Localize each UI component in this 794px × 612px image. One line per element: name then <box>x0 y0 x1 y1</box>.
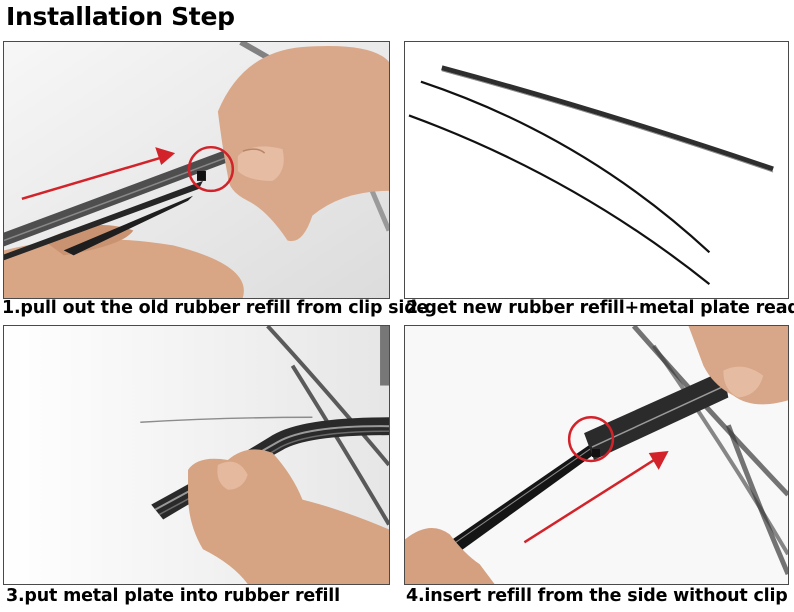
step-1-illustration <box>4 42 389 298</box>
step-4-illustration <box>405 326 788 584</box>
step-3-illustration <box>4 326 389 584</box>
step-2-photo <box>404 41 789 299</box>
step-1-photo <box>3 41 390 299</box>
page-title: Installation Step <box>6 2 235 31</box>
step-3-caption: 3.put metal plate into rubber refill <box>6 586 340 606</box>
step-2-caption: 2.get new rubber refill+metal plate read… <box>406 298 794 318</box>
step-2-illustration <box>405 42 788 298</box>
step-4-photo <box>404 325 789 585</box>
step-4-caption: 4.insert refill from the side without cl… <box>406 586 788 606</box>
step-3-photo <box>3 325 390 585</box>
step-1-caption: 1.pull out the old rubber refill from cl… <box>2 298 429 318</box>
